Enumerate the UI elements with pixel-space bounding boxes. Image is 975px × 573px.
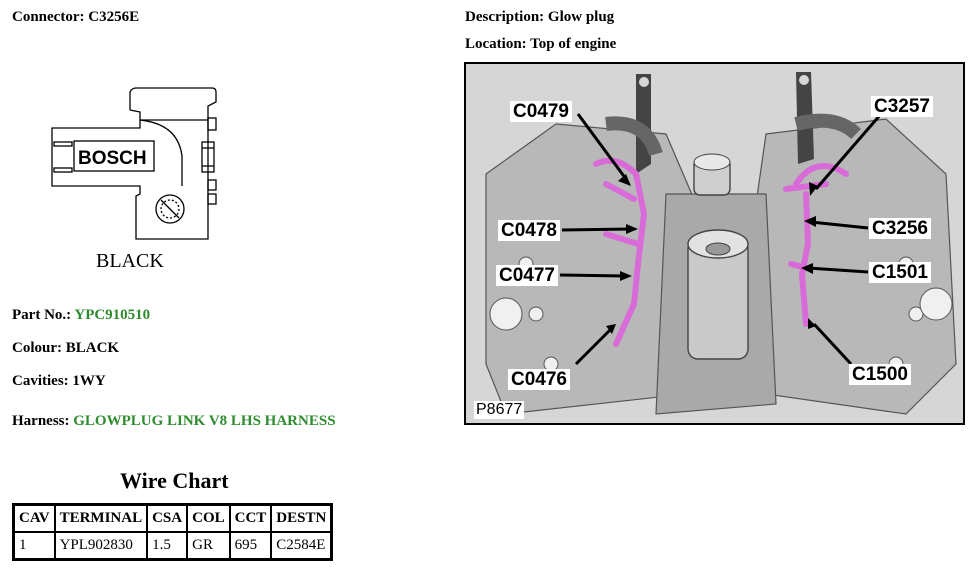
cell-csa: 1.5 [146,531,189,561]
wire-chart-title: Wire Chart [120,468,229,493]
cell-cav: 1 [12,531,56,561]
part-number-link[interactable]: YPC910510 [74,307,151,323]
connector-id: C3256E [88,9,140,25]
engine-illustration [466,64,963,423]
cavities-row: Cavities: 1WY [12,373,106,389]
cell-terminal: YPL902830 [53,531,149,561]
header-destn: DESTN [270,503,333,533]
callout-c0477: C0477 [496,265,558,286]
header-cav: CAV [12,503,56,533]
harness-link[interactable]: GLOWPLUG LINK V8 LHS HARNESS [73,413,336,429]
table-row: 1 YPL902830 1.5 GR 695 C2584E [12,531,333,561]
cell-cct: 695 [228,531,273,561]
wire-chart-header-row: CAV TERMINAL CSA COL CCT DESTN [12,503,333,533]
cavities-value: 1WY [72,373,106,389]
location-heading: Location: Top of engine [465,36,617,52]
engine-location-figure: C0479 C3257 C0478 C3256 C0477 C1501 C047… [464,62,965,425]
description-value: Glow plug [547,9,615,25]
harness-row: Harness: GLOWPLUG LINK V8 LHS HARNESS [12,413,336,429]
callout-c1501: C1501 [869,262,931,283]
callout-c0478: C0478 [498,220,560,241]
callout-c0479: C0479 [510,101,572,122]
part-number-row: Part No.: YPC910510 [12,307,151,323]
connector-heading: Connector: C3256E [12,9,140,25]
connector-diagram: BOSCH BLACK [40,84,230,274]
connector-color-text: BLACK [96,250,164,272]
cell-destn: C2584E [270,531,333,561]
header-terminal: TERMINAL [53,503,149,533]
description-heading: Description: Glow plug [465,9,615,25]
location-value: Top of engine [530,36,617,52]
wire-chart-table: CAV TERMINAL CSA COL CCT DESTN 1 YPL9028… [12,503,334,561]
cell-col: GR [186,531,231,561]
header-col: COL [186,503,231,533]
callout-c3257: C3257 [871,96,933,117]
connector-brand-text: BOSCH [78,148,147,169]
callout-c1500: C1500 [849,364,911,385]
callout-c0476: C0476 [508,369,570,390]
callout-c3256: C3256 [869,218,931,239]
figure-reference: P8677 [474,401,525,419]
colour-row: Colour: BLACK [12,340,120,356]
connector-drawing: BOSCH BLACK [51,87,217,272]
header-cct: CCT [228,503,273,533]
colour-value: BLACK [65,340,120,356]
header-csa: CSA [146,503,189,533]
